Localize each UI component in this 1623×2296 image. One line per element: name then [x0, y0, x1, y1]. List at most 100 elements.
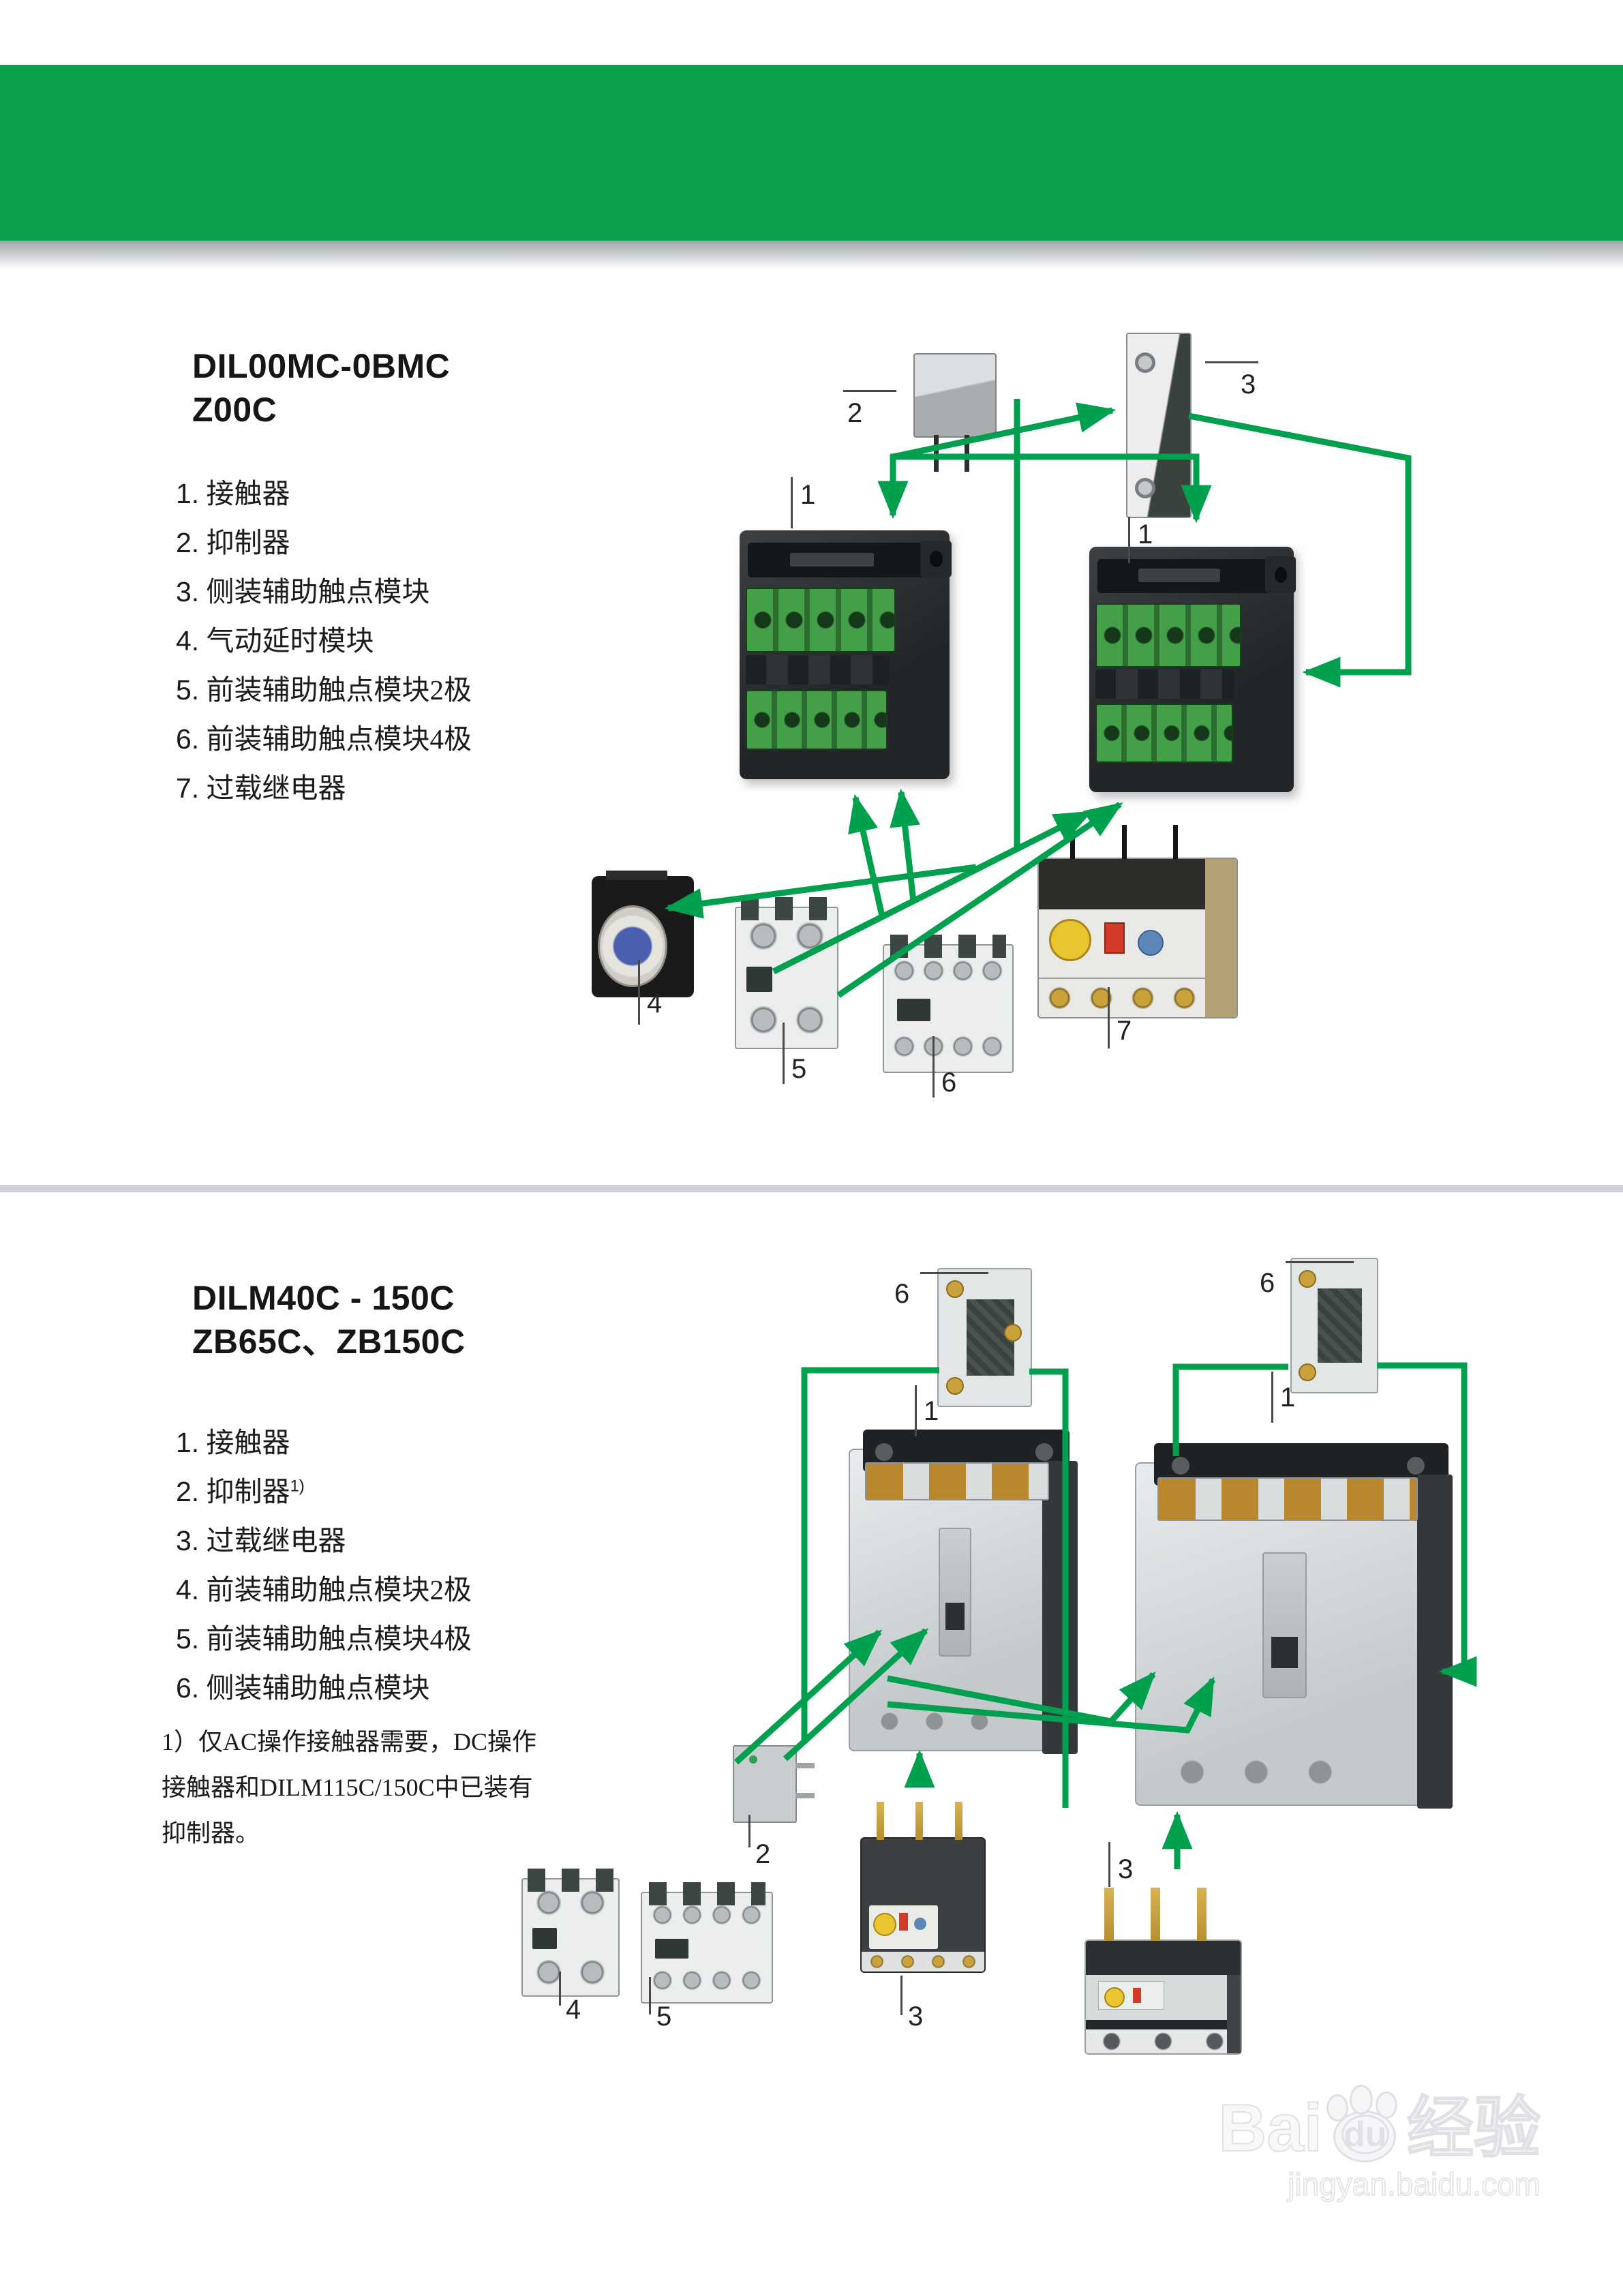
- callout-line: [1205, 361, 1258, 363]
- screw-icon: [945, 1280, 964, 1298]
- connector-line: [1029, 1368, 1069, 1808]
- terminal-row: [1086, 2029, 1241, 2053]
- pin-icon: [795, 1793, 815, 1799]
- contactor-illustration: [1135, 1443, 1453, 1809]
- callout-number: 3: [1241, 369, 1256, 399]
- callout-number: 6: [894, 1279, 910, 1309]
- list-item: 6. 前装辅助触点模块4极: [176, 723, 472, 755]
- terminal-row: [1157, 1477, 1419, 1521]
- connector-line: [783, 1628, 928, 1762]
- relay-top-band: [1039, 859, 1205, 910]
- pin-icon: [1121, 825, 1127, 860]
- contactor-illustration: [849, 1430, 1078, 1754]
- list-item: 5. 前装辅助触点模块2极: [176, 674, 472, 706]
- reset-button-icon: [1104, 922, 1125, 954]
- reset-button-icon: [1132, 1988, 1141, 2004]
- connector-line: [664, 864, 977, 919]
- watermark-brand-text: Bai: [1217, 2090, 1323, 2165]
- terminal-row: [1039, 978, 1205, 1017]
- screw-row: [889, 954, 1007, 988]
- relay-side: [1204, 859, 1237, 1017]
- adjust-dial-icon: [1104, 1987, 1125, 2008]
- front-aux-4pole-illustration: [883, 935, 1014, 1073]
- list-item: 4. 前装辅助触点模块2极: [176, 1574, 472, 1605]
- screw-row: [647, 1966, 767, 1995]
- header-green-band: [0, 65, 1623, 241]
- side-aux-module-illustration: [937, 1268, 1032, 1407]
- contactor-top-band: [748, 543, 939, 578]
- pin-icon: [1151, 1888, 1161, 1944]
- callout-line: [748, 1815, 750, 1847]
- callout-line: [932, 1036, 935, 1098]
- connector-line: [1377, 1362, 1477, 1687]
- module-tabs: [741, 897, 832, 920]
- screw-row: [647, 1901, 767, 1929]
- connector-line: [836, 802, 1123, 998]
- pin-icon: [795, 1763, 815, 1769]
- terminal-row: [746, 689, 888, 750]
- relay-top-band: [1086, 1941, 1241, 1975]
- list-item: 5. 前装辅助触点模块4极: [176, 1623, 472, 1655]
- module-core: [746, 967, 773, 992]
- module-core: [655, 1939, 689, 1959]
- screw-icon: [945, 1377, 964, 1395]
- test-screw-icon: [914, 1917, 927, 1930]
- connector-line: [890, 788, 920, 902]
- connector-line: [848, 794, 886, 920]
- pin-icon: [876, 1802, 884, 1840]
- list-item: 2. 抑制器1): [176, 1476, 305, 1507]
- callout-line: [1128, 517, 1130, 563]
- pin-icon: [965, 435, 970, 472]
- section1-title-line1: DIL00MC-0BMC: [192, 347, 451, 385]
- adjust-dial-icon: [873, 1913, 896, 1937]
- front-aux-4pole-illustration: [641, 1882, 773, 2004]
- callout-number: 5: [791, 1054, 807, 1084]
- overload-relay-illustration: [860, 1802, 986, 1973]
- callout-number: 4: [566, 1995, 581, 2025]
- section2-title-line2: ZB65C、ZB150C: [192, 1323, 466, 1361]
- watermark-url: jingyan.baidu.com: [1287, 2166, 1541, 2203]
- list-item: 3. 过载继电器: [176, 1525, 346, 1556]
- baidu-jingyan-watermark: Bai du 经验 jingyan.baidu.com: [1050, 2085, 1541, 2208]
- callout-number: 3: [1118, 1854, 1134, 1884]
- callout-line: [791, 477, 793, 528]
- pin-icon: [1070, 825, 1076, 860]
- watermark-du-text: du: [1341, 2115, 1389, 2154]
- screw-row: [740, 1001, 834, 1038]
- contactor-mid-band: [746, 654, 889, 685]
- contactor-mid-band: [1095, 669, 1234, 699]
- section2-footnote: 1）仅AC操作接触器需要，DC操作 接触器和DILM115C/150C中已装有 …: [162, 1728, 537, 1847]
- contactor-groove: [939, 1528, 971, 1657]
- contactor-top-band: [1097, 559, 1284, 594]
- section1-parts-list: 1. 接触器 2. 抑制器 3. 侧装辅助触点模块 4. 气动延时模块 5. 前…: [176, 469, 472, 813]
- callout-number: 5: [656, 2002, 672, 2031]
- terminal-row: [862, 1951, 984, 1972]
- callout-number: 6: [941, 1068, 957, 1098]
- mounting-ear: [1265, 556, 1296, 594]
- terminal-holes: [1160, 1757, 1352, 1787]
- section1-title-line2: Z00C: [192, 391, 277, 429]
- module-core: [896, 998, 930, 1021]
- list-item: 1. 接触器: [176, 478, 290, 509]
- pin-icon: [1104, 1888, 1114, 1944]
- callout-line: [1271, 1372, 1273, 1423]
- pin-icon: [934, 435, 939, 472]
- watermark-cn-text: 经验: [1406, 2090, 1541, 2165]
- screw-row: [889, 1029, 1007, 1063]
- contactor-illustration: [1089, 547, 1296, 792]
- callout-line: [1286, 1261, 1354, 1263]
- callout-line: [915, 1385, 917, 1436]
- test-screw-icon: [1138, 930, 1164, 956]
- adjust-dial-icon: [1048, 919, 1091, 962]
- reset-button-icon: [899, 1913, 909, 1931]
- callout-number: 2: [755, 1839, 771, 1869]
- section1-title: DIL00MC-0BMC Z00C: [192, 344, 450, 432]
- front-aux-2pole-illustration: [521, 1869, 620, 1997]
- list-item: 4. 气动延时模块: [176, 625, 374, 656]
- pin-icon: [1173, 825, 1179, 860]
- paw-toe: [1375, 2091, 1397, 2119]
- callout-line: [638, 960, 640, 1025]
- module-core: [532, 1928, 558, 1949]
- section-divider: [0, 1185, 1623, 1192]
